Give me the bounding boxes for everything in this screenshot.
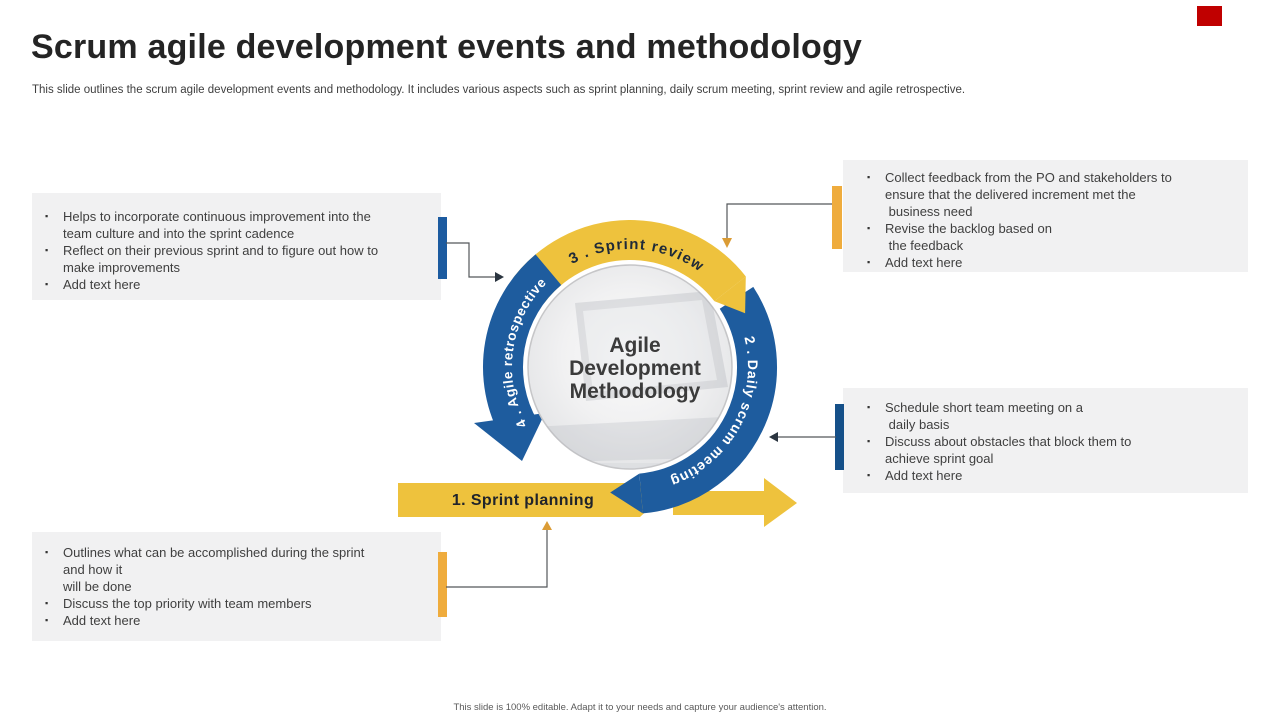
bullet-icon: ▪ — [45, 615, 49, 625]
bullet-text: Add text here — [885, 255, 963, 270]
slide-subtitle: This slide outlines the scrum agile deve… — [32, 84, 966, 96]
bullet-icon: ▪ — [867, 172, 871, 182]
list-item: ▪ Reflect on their previous sprint and t… — [45, 242, 433, 276]
page-title: Scrum agile development events and metho… — [31, 28, 863, 66]
callout-sprint-planning: ▪ Outlines what can be accomplished duri… — [32, 532, 441, 641]
bullet-text: Outlines what can be accomplished during… — [63, 545, 365, 594]
center-circle — [527, 264, 733, 470]
bullet-icon: ▪ — [867, 257, 871, 267]
list-item: ▪ Discuss about obstacles that block the… — [867, 433, 1240, 467]
segment-agile-retrospective — [474, 254, 562, 461]
center-label-line: Methodology — [569, 380, 701, 403]
band-label-sprint-planning: 1. Sprint planning — [452, 492, 594, 509]
center-label-line: Development — [569, 357, 701, 380]
bullet-icon: ▪ — [867, 470, 871, 480]
bullet-text: Add text here — [63, 277, 141, 292]
accent-bar-planning — [438, 552, 447, 617]
list-item: ▪ Collect feedback from the PO and stake… — [867, 169, 1240, 220]
segment-daily-scrum — [610, 286, 777, 514]
bullet-text: Collect feedback from the PO and stakeho… — [885, 170, 1172, 219]
list-item: ▪ Revise the backlog based on the feedba… — [867, 220, 1240, 254]
bullet-icon: ▪ — [45, 279, 49, 289]
bullet-icon: ▪ — [867, 223, 871, 233]
list-item: ▪ Add text here — [867, 467, 1240, 484]
accent-bar-retrospective — [438, 217, 447, 279]
bullet-text: Discuss about obstacles that block them … — [885, 434, 1132, 466]
bullet-icon: ▪ — [45, 211, 49, 221]
bullet-icon: ▪ — [45, 547, 49, 557]
footer-note: This slide is 100% editable. Adapt it to… — [453, 702, 827, 713]
list-item: ▪ Add text here — [867, 254, 1240, 271]
segment-sprint-review — [512, 220, 746, 314]
list-item: ▪ Add text here — [45, 612, 433, 629]
bullet-text: Add text here — [885, 468, 963, 483]
bullet-text: Helps to incorporate continuous improvem… — [63, 209, 371, 241]
segment-sprint-planning — [398, 483, 658, 517]
accent-bar-review — [832, 186, 842, 249]
list-item: ▪ Outlines what can be accomplished duri… — [45, 544, 433, 595]
bullet-icon: ▪ — [867, 402, 871, 412]
bullet-text: Add text here — [63, 613, 141, 628]
bullet-icon: ▪ — [867, 436, 871, 446]
list-item: ▪ Add text here — [45, 276, 433, 293]
laptop-image — [528, 291, 732, 469]
corner-accent — [1197, 6, 1222, 26]
list-item: ▪ Schedule short team meeting on a daily… — [867, 399, 1240, 433]
bullet-text: Revise the backlog based on the feedback — [885, 221, 1052, 253]
bullet-icon: ▪ — [45, 245, 49, 255]
center-label-line: Agile — [609, 334, 661, 357]
cycle-exit-arrow-icon — [673, 478, 797, 527]
cycle-diagram: 3 . Sprint review 2 . Daily scrum meetin… — [398, 220, 797, 527]
callout-daily-scrum: ▪ Schedule short team meeting on a daily… — [843, 388, 1248, 493]
bullet-icon: ▪ — [45, 598, 49, 608]
callout-sprint-review: ▪ Collect feedback from the PO and stake… — [843, 160, 1248, 272]
bullet-text: Reflect on their previous sprint and to … — [63, 243, 379, 275]
list-item: ▪ Discuss the top priority with team mem… — [45, 595, 433, 612]
bullet-text: Discuss the top priority with team membe… — [63, 596, 312, 611]
callout-agile-retrospective: ▪ Helps to incorporate continuous improv… — [32, 193, 441, 300]
bullet-text: Schedule short team meeting on a daily b… — [885, 400, 1084, 432]
center-label: Agile Development Methodology — [545, 334, 725, 403]
accent-bar-daily-scrum — [835, 404, 844, 470]
list-item: ▪ Helps to incorporate continuous improv… — [45, 208, 433, 242]
